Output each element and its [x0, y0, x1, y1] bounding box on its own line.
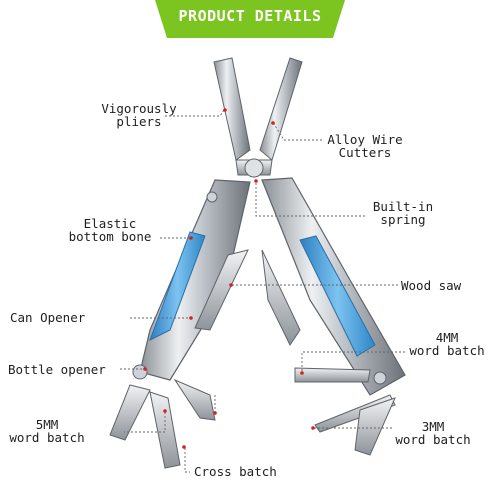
label-built-in-spring: Built-in spring [368, 200, 438, 226]
label-line: spring [380, 212, 426, 227]
label-3mm-word-batch: 3MM word batch [390, 420, 476, 446]
label-5mm-word-batch: 5MM word batch [4, 418, 90, 444]
label-line: Vigorously [101, 101, 177, 116]
label-line: bottom bone [68, 229, 152, 244]
label-wood-saw: Wood saw [401, 278, 462, 293]
label-line: Built-in [372, 199, 434, 214]
right-handle [261, 177, 406, 396]
lower-left-tools [109, 364, 216, 469]
callout-leaders [120, 108, 405, 473]
knife-blade [261, 249, 301, 347]
label-bottle-opener: Bottle opener [8, 362, 106, 377]
banner-shape [155, 0, 345, 38]
wood-saw-blade [194, 249, 249, 331]
label-line: word batch [409, 343, 485, 358]
label-line: Elastic [83, 216, 137, 231]
label-elastic-bottom-bone: Elastic bottom bone [58, 217, 162, 243]
label-alloy-wire-cutters: Alloy Wire Cutters [322, 133, 408, 159]
header-banner: PRODUCT DETAILS [155, 0, 345, 38]
label-line: 5MM [35, 417, 59, 432]
label-4mm-word-batch: 4MM word batch [404, 331, 490, 357]
lower-right-tools [294, 367, 396, 456]
label-line: Cutters [338, 145, 392, 160]
label-vigorously-pliers: Vigorously pliers [94, 102, 184, 128]
plier-jaws [213, 57, 303, 178]
label-line: 4MM [435, 330, 459, 345]
label-line: word batch [9, 430, 85, 445]
label-can-opener: Can Opener [10, 310, 86, 325]
label-cross-batch: Cross batch [194, 464, 277, 479]
pivot-screw [244, 158, 264, 178]
label-line: Alloy Wire [327, 132, 403, 147]
left-handle [139, 179, 251, 381]
label-line: word batch [395, 432, 471, 447]
page-title: PRODUCT DETAILS [178, 7, 322, 25]
label-line: 3MM [421, 419, 445, 434]
label-line: pliers [116, 114, 162, 129]
